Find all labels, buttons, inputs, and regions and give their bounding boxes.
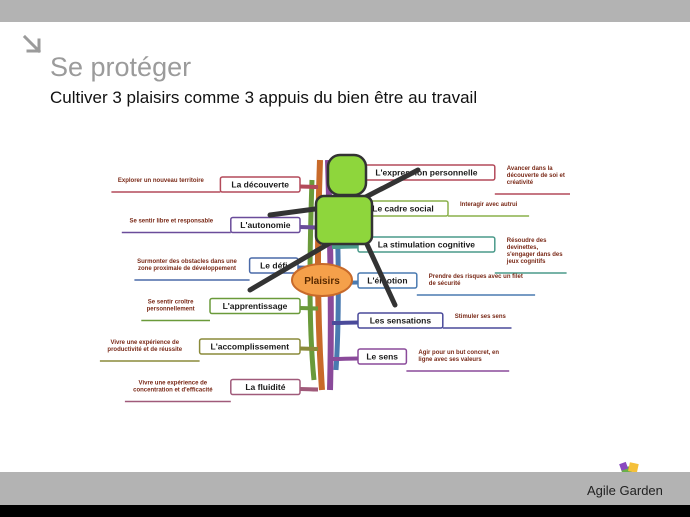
note-text: créativité bbox=[507, 180, 534, 186]
topic-node: Le cadre social Interagir avec autrui bbox=[357, 200, 530, 217]
note-text: Prendre des risques avec un filet bbox=[429, 274, 523, 280]
topic-node: Les sensations Stimuler ses sens bbox=[357, 312, 512, 329]
topic-node: L'apprentissage Se sentir croîtrepersonne… bbox=[141, 297, 301, 322]
branch-left-3 bbox=[299, 306, 319, 311]
topic-label: L'autonomie bbox=[240, 220, 290, 230]
topic-label: L'accomplissement bbox=[211, 342, 290, 352]
topic-label: La découverte bbox=[231, 180, 289, 190]
note-text: productivité et de réussite bbox=[107, 347, 182, 353]
topic-node: L'autonomie Se sentir libre et responsabl… bbox=[121, 216, 301, 234]
bottom-black-band bbox=[0, 505, 690, 517]
topic-label: La fluidité bbox=[245, 382, 285, 392]
figure-illustration bbox=[247, 153, 421, 308]
note-text: s'engager dans des bbox=[507, 252, 563, 258]
note-text: Stimuler ses sens bbox=[455, 314, 507, 320]
note-text: devinettes, bbox=[507, 245, 539, 251]
topic-box bbox=[357, 312, 444, 329]
topic-label: L'apprentissage bbox=[223, 301, 288, 311]
note-text: personnellement bbox=[147, 307, 195, 313]
brand-name: Agile Garden bbox=[587, 483, 663, 498]
branch-left-0 bbox=[299, 184, 319, 189]
note-text: Vivre une expérience de bbox=[139, 381, 208, 387]
center-label: Plaisirs bbox=[304, 276, 340, 287]
top-band bbox=[0, 0, 690, 22]
topic-node: La stimulation cognitive Résoudre desdevi… bbox=[357, 236, 567, 274]
branch-right-2 bbox=[331, 244, 359, 249]
topic-node: Le sens Agir pour un but concret, enligne… bbox=[357, 348, 510, 372]
note-text: concentration et d'efficacité bbox=[133, 388, 213, 394]
topic-box bbox=[357, 348, 408, 365]
note-text: ligne avec ses valeurs bbox=[418, 357, 482, 363]
topic-node: L'expression personnelle Avancer dans lad… bbox=[357, 164, 570, 195]
topic-label: Le sens bbox=[366, 352, 398, 362]
topic-node: La découverte Explorer un nouveau territo… bbox=[111, 176, 301, 193]
topic-node: La fluidité Vivre une expérience deconcen… bbox=[124, 378, 301, 403]
center-node: Plaisirs bbox=[291, 263, 353, 297]
note-text: Vivre une expérience de bbox=[110, 340, 179, 346]
topic-box bbox=[209, 297, 301, 315]
note-text: jeux cognitifs bbox=[506, 259, 546, 265]
note-text: Résoudre des bbox=[507, 238, 547, 244]
note-text: Surmonter des obstacles dans une bbox=[137, 259, 237, 265]
topic-label: Le cadre social bbox=[372, 204, 433, 214]
topic-node: L'émotion Prendre des risques avec un fil… bbox=[357, 272, 536, 296]
note-text: Explorer un nouveau territoire bbox=[118, 178, 205, 184]
branch-left-5 bbox=[299, 387, 319, 392]
topic-label: Le défi bbox=[260, 261, 287, 271]
note-text: de sécurité bbox=[429, 281, 461, 287]
topic-box bbox=[230, 216, 301, 234]
topic-box bbox=[219, 176, 301, 193]
branch-right-5 bbox=[331, 356, 359, 361]
branch-left-4 bbox=[299, 346, 319, 351]
note-text: zone proximale de développement bbox=[138, 266, 236, 272]
topic-box bbox=[198, 338, 301, 355]
note-text: Interagir avec autrui bbox=[460, 202, 518, 208]
topic-label: La stimulation cognitive bbox=[378, 240, 476, 250]
topic-label: L'expression personnelle bbox=[375, 168, 477, 178]
topic-label: Les sensations bbox=[370, 316, 432, 326]
topic-label: L'émotion bbox=[367, 276, 407, 286]
note-text: Agir pour un but concret, en bbox=[418, 350, 499, 356]
slide-subtitle: Cultiver 3 plaisirs comme 3 appuis du bi… bbox=[50, 88, 478, 107]
arrow-down-right-icon bbox=[22, 34, 42, 54]
slide-title: Se protéger bbox=[50, 52, 192, 82]
note-text: Se sentir libre et responsable bbox=[129, 219, 213, 225]
note-text: Avancer dans la bbox=[507, 166, 553, 172]
topic-node: L'accomplissement Vivre une expérience de… bbox=[99, 338, 301, 362]
mind-map: La découverte Explorer un nouveau territo… bbox=[99, 153, 570, 403]
topic-box bbox=[230, 378, 301, 396]
bottom-band bbox=[0, 472, 690, 505]
branch-right-4 bbox=[331, 320, 359, 325]
note-text: découverte de soi et bbox=[507, 173, 565, 179]
note-text: Se sentir croître bbox=[148, 300, 194, 306]
